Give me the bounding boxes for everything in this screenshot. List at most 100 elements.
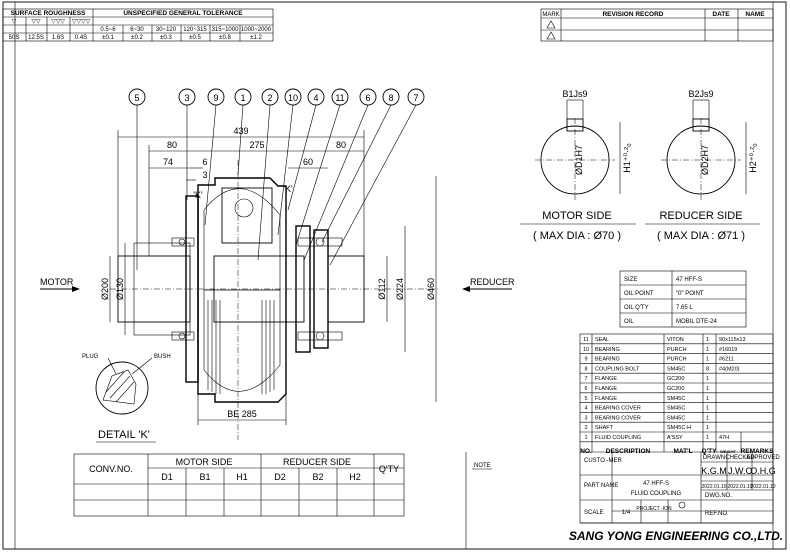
projection-label: PROJECT -ION — [636, 506, 672, 512]
drawn-date: 2022.01.10 — [701, 484, 726, 490]
bom-cell: BEARING — [595, 347, 620, 353]
bom-cell: GC200 — [667, 376, 684, 382]
coupling-bolt — [171, 237, 195, 247]
conv-col-h2: H2 — [349, 472, 361, 482]
bom-cell: FLANGE — [595, 386, 617, 392]
revision-triangle-icon — [546, 20, 556, 29]
motor-b1-label: B1Js9 — [562, 89, 587, 99]
revision-block: MARK REVISION RECORD DATE NAME — [540, 8, 774, 42]
conv-reducer-side: REDUCER SIDE — [283, 457, 351, 467]
bom-cell: 90x115x13 — [719, 337, 746, 343]
motor-h1-label: H1⁺⁰·²₀ — [622, 143, 632, 173]
customer-label: CUSTO -MER — [584, 458, 623, 464]
direction-labels: MOTOR REDUCER — [40, 277, 515, 292]
reducer-arrow-icon — [462, 286, 470, 292]
dim-80-right: 80 — [336, 140, 346, 150]
reducer-h2-label: H2⁺⁰·²₀ — [748, 143, 758, 173]
balloon-4-label: 4 — [313, 93, 318, 103]
balloon-1-label: 1 — [240, 93, 245, 103]
revision-name: NAME — [745, 11, 765, 18]
bom-cell: 1 — [584, 435, 587, 441]
tol-6: ±1.2 — [250, 35, 262, 41]
bom-cell: GC200 — [667, 386, 684, 392]
balloon-9-label: 9 — [213, 93, 218, 103]
bom-cell: BEARING COVER — [595, 415, 641, 421]
dim-80-left: 80 — [167, 140, 177, 150]
revision-date: DATE — [712, 11, 730, 18]
motor-label: MOTOR — [40, 277, 74, 287]
reducer-side-title: REDUCER SIDE — [659, 210, 742, 222]
dim-439: 439 — [233, 126, 248, 136]
bom-cell: 1 — [706, 347, 709, 353]
motor-side-title: MOTOR SIDE — [542, 210, 611, 222]
tol-3: ±0.3 — [160, 35, 172, 41]
note-label: NOTE — [474, 463, 491, 469]
reducer-shaft — [327, 255, 365, 323]
k-mark-left: 'K' — [193, 190, 203, 200]
dimension-group: 439 80 275 80 74 6 60 3 'K' 'K' BE 285 Ø… — [100, 126, 437, 425]
range-6: 1000~2000 — [241, 27, 272, 33]
bom-header-cell: WEIGHT — [720, 449, 737, 454]
main-section-view — [110, 160, 440, 440]
reducer-d2-label: ØD2H7 — [700, 145, 710, 175]
coupling-bolt — [171, 331, 195, 341]
part-name-label: PART NAME — [584, 483, 618, 489]
bom-cell: 11 — [583, 337, 589, 343]
bom-cell: 7 — [584, 376, 587, 382]
motor-d1-label: ØD1H7 — [574, 145, 584, 175]
bom-cell: FLUID COUPLING — [595, 435, 641, 441]
bom-cell: 8 — [584, 366, 587, 372]
dwg-no-label: DWG.NO. — [705, 493, 732, 499]
bom-cell: #4(M20) — [719, 366, 740, 372]
bom-cell: SM45C-H — [667, 425, 691, 431]
bom-cell: 8 — [706, 366, 709, 372]
dim-6: 6 — [202, 157, 207, 167]
revision-triangle-icon — [546, 31, 556, 40]
spec-key-0: SIZE — [624, 277, 637, 283]
motor-max-dia: ( MAX DIA : Ø70 ) — [533, 230, 621, 242]
conv-no-header: CONV.NO. — [89, 464, 133, 474]
tol-1: ±0.1 — [102, 35, 114, 41]
detail-k-title: DETAIL 'K' — [98, 429, 150, 441]
bom-cell: SM45C — [667, 396, 685, 402]
bom-cell: 1 — [706, 406, 709, 412]
approved-date: 2022.01.10 — [750, 484, 775, 490]
balloon-5-label: 5 — [134, 93, 139, 103]
dim-phi112: Ø112 — [377, 278, 387, 299]
bom-header-cell: NO. — [580, 448, 592, 455]
conv-motor-side: MOTOR SIDE — [176, 457, 233, 467]
tol-5: ±0.8 — [219, 35, 231, 41]
title-block: CUSTO -MER DRAWN CHECKED APPROVED K.G.M … — [569, 451, 783, 543]
bom-cell: 1 — [706, 386, 709, 392]
dim-phi200: Ø200 — [100, 278, 110, 300]
spec-key-3: OIL — [624, 319, 634, 325]
bom-cell: PURCH — [667, 347, 687, 353]
balloon-group: 5 3 9 1 2 10 4 11 6 8 7 — [128, 88, 425, 270]
bom-cell: 1 — [706, 357, 709, 363]
dim-phi224: Ø224 — [395, 278, 405, 300]
bom-cell: COUPLING BOLT — [595, 366, 640, 372]
bom-cell: #6211 — [719, 357, 734, 363]
bom-cell: SHAFT — [595, 425, 614, 431]
detail-k: PLUG BUSH DETAIL 'K' — [82, 354, 171, 443]
symbol-2: ▽▽ — [31, 19, 41, 25]
balloon-6-label: 6 — [365, 93, 370, 103]
range-1: 0.5~6 — [100, 27, 116, 33]
company-name: SANG YONG ENGINEERING CO.,LTD. — [569, 529, 783, 543]
conv-col-b2: B2 — [312, 472, 323, 482]
bom-cell: 1 — [706, 435, 709, 441]
conv-col-h1: H1 — [236, 472, 248, 482]
dim-phi460: Ø460 — [426, 278, 436, 300]
bom-cell: SM45C — [667, 366, 685, 372]
dim-74: 74 — [163, 157, 173, 167]
conv-table: CONV.NO. MOTOR SIDE REDUCER SIDE Q'TY D1… — [73, 453, 405, 517]
balloon-3-label: 3 — [184, 93, 189, 103]
drawn-by: K.G.M — [701, 466, 727, 476]
bom-cell: 9 — [584, 357, 587, 363]
bom-cell: SEAL — [595, 337, 609, 343]
bom-cell: 1 — [706, 415, 709, 421]
coupling-bolt — [297, 237, 343, 247]
approved-by: O.H.G — [750, 466, 776, 476]
